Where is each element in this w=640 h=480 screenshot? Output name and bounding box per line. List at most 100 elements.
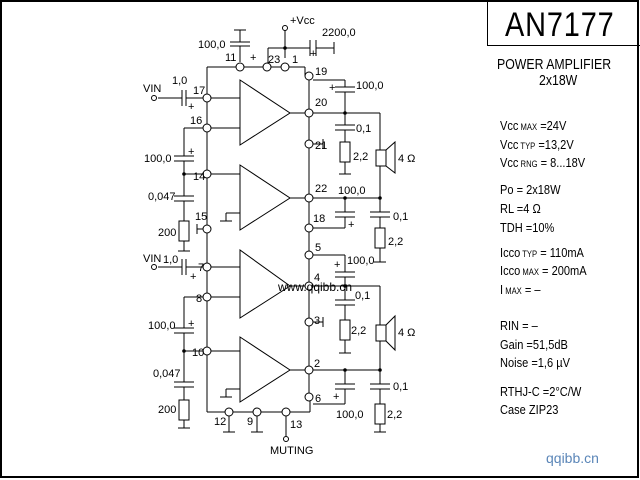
part-number: AN7177 <box>505 6 615 44</box>
pin-label: 11 <box>225 52 236 64</box>
pin-12 <box>224 407 234 417</box>
pin-1 <box>280 62 290 72</box>
cap-value: 0,1 <box>393 381 408 393</box>
spec-row: Vcc RNG = 8...18V <box>500 155 585 170</box>
cap-value: 100,0 <box>336 409 364 421</box>
pin-label: 20 <box>315 97 327 109</box>
spec-key: Noise <box>500 355 529 370</box>
spec-value: =10% <box>522 220 555 235</box>
spec-value: =1,6 µV <box>528 355 570 370</box>
pin-13 <box>281 407 291 417</box>
spec-key: RIN <box>500 318 520 333</box>
pin-label: 18 <box>313 213 325 225</box>
pin-label: 13 <box>290 419 302 431</box>
pin-label: 21 <box>315 140 327 152</box>
cap-value: 0,1 <box>356 123 371 135</box>
spec-key: Po <box>500 182 514 197</box>
spec-value: =4 Ω <box>513 201 541 216</box>
cap-value: 0,047 <box>148 191 176 203</box>
pin-22 <box>304 193 314 203</box>
pin-17 <box>202 93 212 103</box>
component-labels: +Vcc 2200,0 100,0 + + 100,0 + VIN 1,0 + … <box>143 15 415 457</box>
spec-value: = 200mA <box>538 263 587 278</box>
svg-text:+: + <box>188 101 194 113</box>
vin2-terminal <box>151 264 157 270</box>
cap-value: 100,0 <box>198 39 226 51</box>
pin-20 <box>304 108 314 118</box>
spec-row: RIN = – <box>500 318 538 333</box>
speaker-value: 4 Ω <box>398 153 415 165</box>
pin-21 <box>304 139 314 149</box>
title-box <box>487 0 640 46</box>
cap-value: 100,0 <box>148 320 176 332</box>
spec-key: Icco <box>500 245 521 260</box>
pin-label: 14 <box>193 171 205 183</box>
pin-label: 23 <box>268 54 280 66</box>
cap-value: 100,0 <box>347 255 375 267</box>
svg-text:+: + <box>188 146 194 158</box>
spec-value: = – <box>519 318 538 333</box>
pin-label: 2 <box>314 358 320 370</box>
pin-23 <box>262 62 272 72</box>
footer-watermark: qqibb.cn <box>546 450 599 466</box>
resistor-value: 2,2 <box>388 236 403 248</box>
spec-key: TDH <box>500 220 523 235</box>
pin-label: 3 <box>314 315 320 327</box>
spec-key: Vcc <box>500 155 519 170</box>
spec-row: Vcc TYP =13,2V <box>500 137 574 152</box>
pin-label: 17 <box>193 85 205 97</box>
junction-dots <box>182 46 382 372</box>
pin-label: 1 <box>292 54 298 66</box>
spec-key: Case <box>500 402 526 417</box>
svg-text:+: + <box>334 259 340 271</box>
pin-15 <box>202 224 212 234</box>
cap-value: 1,0 <box>163 254 178 266</box>
amplifier-1 <box>239 79 291 146</box>
pin-nodes <box>151 25 314 442</box>
svg-text:+: + <box>333 391 339 403</box>
speaker-value: 4 Ω <box>398 327 415 339</box>
cap-value: 100,0 <box>144 153 172 165</box>
spec-row: I MAX = – <box>500 282 541 297</box>
resistor-value: 2,2 <box>351 325 366 337</box>
amplifier-3 <box>239 249 291 319</box>
cap-value: 0,047 <box>153 368 181 380</box>
spec-key: RTHJ-C <box>500 384 540 399</box>
pin-7 <box>202 262 212 272</box>
pin-18 <box>304 223 314 233</box>
cap-value: 100,0 <box>356 80 384 92</box>
description: POWER AMPLIFIER <box>497 56 612 73</box>
pin-label: 7 <box>198 262 204 274</box>
spec-row: Icco MAX = 200mA <box>500 263 587 278</box>
spec-row: Noise =1,6 µV <box>500 355 570 370</box>
spec-row: Case ZIP23 <box>500 402 558 417</box>
resistor-value: 200 <box>158 404 176 416</box>
pin-9 <box>252 407 262 417</box>
spec-key: Gain <box>500 337 524 352</box>
cap-value: 100,0 <box>338 185 366 197</box>
cap-value: 2200,0 <box>322 27 356 39</box>
spec-key: Icco <box>500 263 521 278</box>
pin-label: 22 <box>315 183 327 195</box>
spec-value: = – <box>521 282 541 297</box>
configuration: 2x18W <box>539 72 578 89</box>
pin-label: 15 <box>195 211 207 223</box>
pin-19 <box>304 71 314 81</box>
svg-text:+: + <box>329 82 335 94</box>
pin-3 <box>304 317 314 327</box>
pin-14 <box>202 169 212 179</box>
amplifier-2 <box>239 164 291 231</box>
spec-value: =2°C/W <box>539 384 582 399</box>
muting-terminal <box>283 436 289 442</box>
spec-value: =24V <box>537 118 567 133</box>
pin-label: 10 <box>192 347 204 359</box>
spec-row: RTHJ-C =2°C/W <box>500 384 581 399</box>
spec-subscript: MAX <box>503 286 522 296</box>
spec-value: =13,2V <box>535 137 574 152</box>
spec-value: =51,5dB <box>523 337 568 352</box>
spec-value: = 110mA <box>537 245 584 260</box>
pin-label: 6 <box>315 393 321 405</box>
pin-10 <box>202 346 212 356</box>
